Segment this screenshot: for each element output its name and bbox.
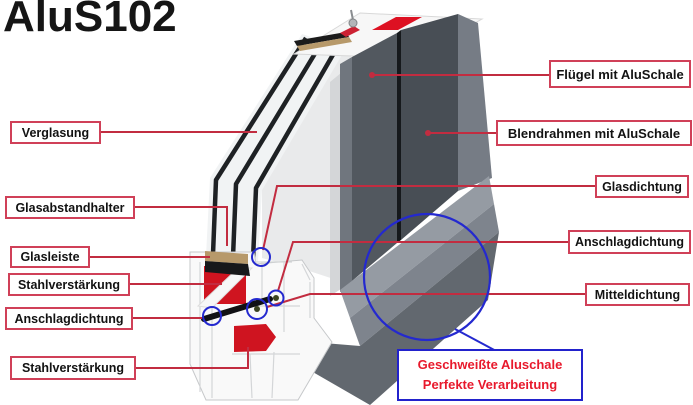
leader-dot-blendrahmen	[425, 130, 431, 136]
leader-glasabstandhalter	[135, 206, 228, 246]
leader-stahlverstaerkung-bottom	[135, 347, 249, 369]
glass-pane-3	[250, 44, 340, 261]
callout-line-2: Perfekte Verarbeitung	[422, 377, 558, 392]
ring-glasdichtung	[251, 247, 271, 267]
sash-alu-shell	[352, 33, 397, 281]
steel-reinforcement-top	[372, 17, 422, 30]
label-anschlagdichtung-left: Anschlagdichtung	[5, 307, 133, 330]
label-glasabstandhalter: Glasabstandhalter	[5, 196, 135, 219]
screw-shaft	[350, 9, 354, 21]
sash-inner-face	[262, 48, 352, 285]
sash-alu-shell-edge	[340, 57, 352, 292]
label-stahlverstaerkung-bottom: Stahlverstärkung	[10, 356, 136, 380]
page-title: AluS102	[3, 0, 177, 41]
leader-dot-fluegel	[369, 72, 375, 78]
frame-alu-shell	[401, 14, 458, 240]
glass-bottom-seal	[205, 261, 250, 276]
frame-alu-shell-side	[458, 14, 492, 191]
leader-glasdichtung	[262, 185, 595, 251]
ring-anschlagdichtung-right	[267, 289, 285, 307]
top-edge-seal	[294, 32, 349, 46]
label-mitteldichtung: Mitteldichtung	[585, 283, 690, 306]
shell-gap	[397, 30, 401, 243]
screw-head	[348, 18, 358, 28]
label-blendrahmen-mit-aluschale: Blendrahmen mit AluSchale	[496, 120, 692, 146]
label-anschlagdichtung-right: Anschlagdichtung	[568, 230, 691, 254]
gasket-dot-1	[273, 295, 279, 301]
label-glasleiste: Glasleiste	[10, 246, 90, 268]
glass-pane-1	[210, 36, 308, 255]
leader-anschlagdichtung-right	[277, 241, 568, 292]
glass-pane-2	[230, 40, 324, 258]
label-verglasung: Verglasung	[10, 121, 101, 144]
frame-ledge-upper	[340, 176, 494, 318]
blue-highlight-ellipse	[362, 212, 492, 342]
glass-spacer-top	[297, 37, 352, 51]
label-fluegel-mit-aluschale: Flügel mit AluSchale	[549, 60, 691, 88]
gasket-strip	[201, 296, 273, 322]
frame-ledge-lower	[350, 204, 499, 346]
gasket-dot-2	[254, 306, 260, 312]
ring-anschlagdichtung-left	[202, 306, 222, 326]
callout-geschweisste-aluschale: Geschweißte Aluschale Perfekte Verarbeit…	[397, 349, 583, 401]
callout-line-1: Geschweißte Aluschale	[417, 356, 563, 372]
label-glasdichtung: Glasdichtung	[595, 175, 689, 198]
steel-reinforcement-frame	[234, 324, 276, 352]
label-stahlverstaerkung-top: Stahlverstärkung	[8, 273, 130, 296]
ring-mitteldichtung	[246, 298, 268, 320]
steel-clip-top	[340, 26, 360, 37]
highlight-rings	[202, 212, 499, 353]
callout-connector	[454, 328, 499, 353]
glass-spacer	[205, 251, 248, 264]
